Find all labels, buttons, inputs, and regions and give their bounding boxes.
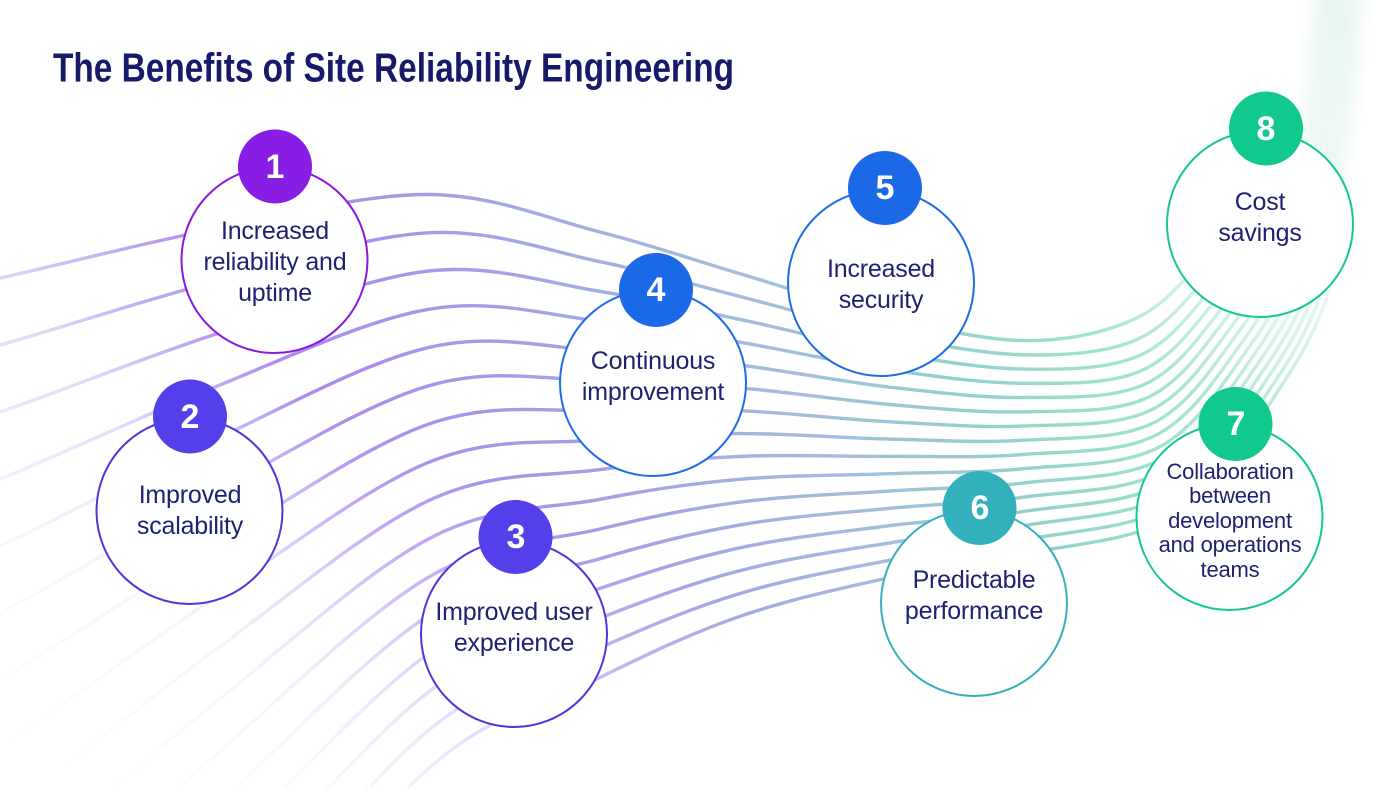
svg-text:The Benefits of Site Reliabili: The Benefits of Site Reliability Enginee… <box>53 45 734 91</box>
